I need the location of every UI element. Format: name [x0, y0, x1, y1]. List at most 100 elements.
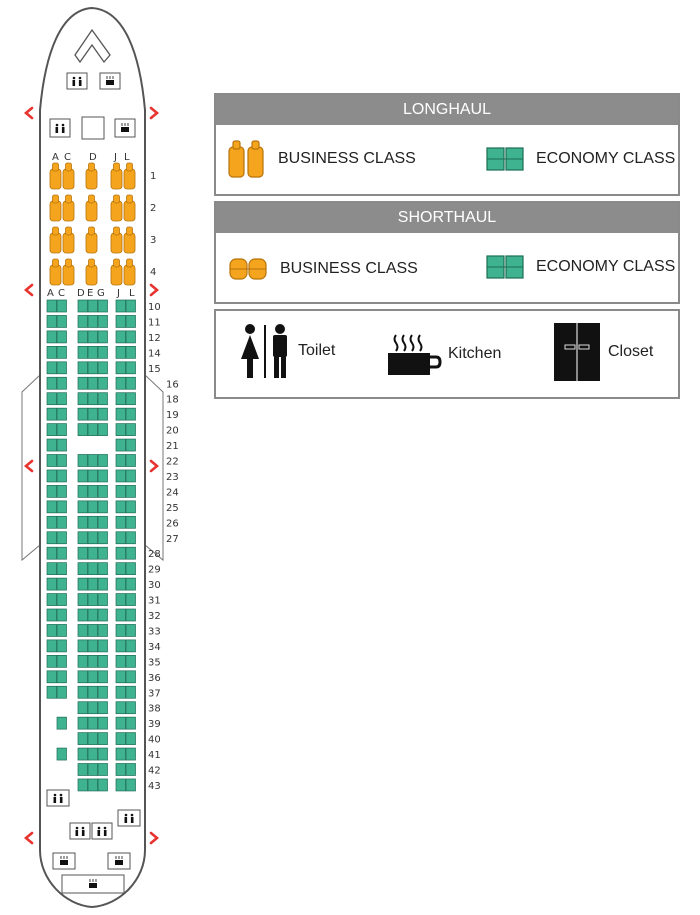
economy-seat-36D[interactable]: [77, 670, 88, 684]
economy-seat-28L[interactable]: [125, 546, 136, 560]
economy-seat-25J[interactable]: [115, 500, 126, 514]
economy-seat-41E[interactable]: [87, 747, 98, 761]
economy-seat-43G[interactable]: [97, 778, 108, 792]
economy-seat-43L[interactable]: [125, 778, 136, 792]
economy-seat-34A[interactable]: [46, 639, 57, 653]
economy-seat-21C[interactable]: [56, 438, 67, 452]
economy-seat-18E[interactable]: [87, 392, 98, 406]
economy-seat-15A[interactable]: [46, 361, 57, 375]
economy-seat-30G[interactable]: [97, 577, 108, 591]
economy-seat-39C[interactable]: [56, 716, 67, 730]
economy-seat-36C[interactable]: [56, 670, 67, 684]
economy-seat-35A[interactable]: [46, 654, 57, 668]
economy-seat-27D[interactable]: [77, 531, 88, 545]
economy-seat-36L[interactable]: [125, 670, 136, 684]
economy-seat-26C[interactable]: [56, 515, 67, 529]
economy-seat-10A[interactable]: [46, 299, 57, 313]
business-seat-3C[interactable]: [62, 226, 75, 254]
economy-seat-11C[interactable]: [56, 315, 67, 328]
economy-seat-32G[interactable]: [97, 608, 108, 622]
economy-seat-35E[interactable]: [87, 654, 98, 668]
economy-seat-36E[interactable]: [87, 670, 98, 684]
economy-seat-15J[interactable]: [115, 361, 126, 375]
economy-seat-23L[interactable]: [125, 469, 136, 483]
economy-seat-10J[interactable]: [115, 299, 126, 313]
economy-seat-20C[interactable]: [56, 423, 67, 436]
economy-seat-20A[interactable]: [46, 423, 57, 436]
economy-seat-37C[interactable]: [56, 685, 67, 699]
economy-seat-33J[interactable]: [115, 624, 126, 637]
economy-seat-30C[interactable]: [56, 577, 67, 591]
business-seat-3A[interactable]: [49, 226, 62, 254]
economy-seat-33D[interactable]: [77, 624, 88, 637]
economy-seat-12C[interactable]: [56, 330, 67, 344]
economy-seat-16A[interactable]: [46, 376, 57, 390]
economy-seat-28A[interactable]: [46, 546, 57, 560]
economy-seat-16D[interactable]: [77, 376, 88, 390]
economy-seat-36A[interactable]: [46, 670, 57, 684]
economy-seat-25E[interactable]: [87, 500, 98, 514]
economy-seat-27A[interactable]: [46, 531, 57, 545]
economy-seat-18J[interactable]: [115, 392, 126, 406]
economy-seat-30J[interactable]: [115, 577, 126, 591]
economy-seat-38J[interactable]: [115, 701, 126, 715]
economy-seat-19G[interactable]: [97, 407, 108, 421]
economy-seat-18A[interactable]: [46, 392, 57, 406]
economy-seat-24L[interactable]: [125, 485, 136, 498]
economy-seat-31E[interactable]: [87, 593, 98, 606]
economy-seat-35G[interactable]: [97, 654, 108, 668]
economy-seat-31D[interactable]: [77, 593, 88, 606]
economy-seat-31A[interactable]: [46, 593, 57, 606]
economy-seat-36J[interactable]: [115, 670, 126, 684]
economy-seat-23D[interactable]: [77, 469, 88, 483]
economy-seat-24J[interactable]: [115, 485, 126, 498]
economy-seat-31C[interactable]: [56, 593, 67, 606]
economy-seat-21L[interactable]: [125, 438, 136, 452]
economy-seat-28D[interactable]: [77, 546, 88, 560]
economy-seat-22C[interactable]: [56, 454, 67, 467]
economy-seat-33C[interactable]: [56, 624, 67, 637]
economy-seat-20E[interactable]: [87, 423, 98, 436]
economy-seat-42L[interactable]: [125, 763, 136, 776]
business-seat-1J[interactable]: [110, 162, 123, 190]
economy-seat-42D[interactable]: [77, 763, 88, 776]
economy-seat-18L[interactable]: [125, 392, 136, 406]
economy-seat-19L[interactable]: [125, 407, 136, 421]
economy-seat-24E[interactable]: [87, 485, 98, 498]
economy-seat-23G[interactable]: [97, 469, 108, 483]
economy-seat-40D[interactable]: [77, 732, 88, 745]
economy-seat-16J[interactable]: [115, 376, 126, 390]
business-seat-1C[interactable]: [62, 162, 75, 190]
economy-seat-24A[interactable]: [46, 485, 57, 498]
economy-seat-27G[interactable]: [97, 531, 108, 545]
economy-seat-26E[interactable]: [87, 515, 98, 529]
economy-seat-14D[interactable]: [77, 346, 88, 359]
economy-seat-29L[interactable]: [125, 562, 136, 576]
economy-seat-11E[interactable]: [87, 315, 98, 328]
business-seat-4C[interactable]: [62, 258, 75, 286]
economy-seat-30L[interactable]: [125, 577, 136, 591]
economy-seat-41L[interactable]: [125, 747, 136, 761]
economy-seat-19D[interactable]: [77, 407, 88, 421]
economy-seat-37E[interactable]: [87, 685, 98, 699]
economy-seat-25D[interactable]: [77, 500, 88, 514]
economy-seat-18C[interactable]: [56, 392, 67, 406]
economy-seat-12L[interactable]: [125, 330, 136, 344]
economy-seat-32A[interactable]: [46, 608, 57, 622]
economy-seat-43J[interactable]: [115, 778, 126, 792]
economy-seat-19J[interactable]: [115, 407, 126, 421]
economy-seat-24C[interactable]: [56, 485, 67, 498]
economy-seat-32E[interactable]: [87, 608, 98, 622]
economy-seat-24G[interactable]: [97, 485, 108, 498]
economy-seat-22G[interactable]: [97, 454, 108, 467]
economy-seat-14G[interactable]: [97, 346, 108, 359]
economy-seat-12E[interactable]: [87, 330, 98, 344]
economy-seat-30E[interactable]: [87, 577, 98, 591]
economy-seat-11J[interactable]: [115, 315, 126, 328]
economy-seat-18D[interactable]: [77, 392, 88, 406]
economy-seat-34C[interactable]: [56, 639, 67, 653]
business-seat-3J[interactable]: [110, 226, 123, 254]
economy-seat-25L[interactable]: [125, 500, 136, 514]
economy-seat-37L[interactable]: [125, 685, 136, 699]
economy-seat-30A[interactable]: [46, 577, 57, 591]
